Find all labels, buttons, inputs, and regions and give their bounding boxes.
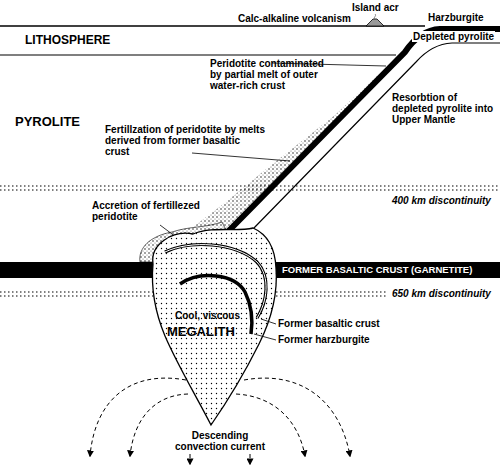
process-note: Calc-alkaline volcanism <box>238 13 351 24</box>
megalith-title: MEGALITH <box>167 324 235 339</box>
layer-name: PYROLITE <box>15 115 80 129</box>
layer-name: Harzburgite <box>428 12 484 23</box>
part-label: Former basaltic crust <box>278 318 380 329</box>
band-label: FORMER BASALTIC CRUST (GARNETITE) <box>282 265 472 275</box>
volcano-plume <box>374 14 375 19</box>
discontinuity-400 <box>0 185 500 186</box>
process-note: Accretion of fertillezed peridotite <box>92 200 206 222</box>
megalith-outline <box>153 228 277 425</box>
part-label: Former harzburgite <box>278 334 370 345</box>
lithosphere-base <box>0 54 396 55</box>
megalith-blob: Cool, viscousMEGALITH <box>145 222 280 427</box>
place-name: Island acr <box>352 2 399 13</box>
volcano <box>366 19 384 26</box>
leader-line <box>192 153 290 161</box>
lithosphere-top <box>0 25 425 27</box>
former-layer <box>261 319 276 324</box>
process-note: Fertillzation of peridotite by melts der… <box>105 124 265 157</box>
process-note: Peridotite contaminated by partial melt … <box>210 58 332 91</box>
discontinuity-400 <box>0 189 500 190</box>
process-note: Resorbtion of depleted pyrolite into Upp… <box>392 92 494 125</box>
process-note: Descending convection current <box>165 430 275 452</box>
layer-name: LITHOSPHERE <box>25 34 110 47</box>
harzburgite-layer <box>198 29 500 262</box>
depth-label: 650 km discontinuity <box>392 288 491 299</box>
depth-label: 400 km discontinuity <box>392 195 491 206</box>
former-layer <box>254 334 276 340</box>
megalith-note: Cool, viscous <box>175 310 240 322</box>
layer-name: Depleted pyrolite <box>412 31 495 42</box>
